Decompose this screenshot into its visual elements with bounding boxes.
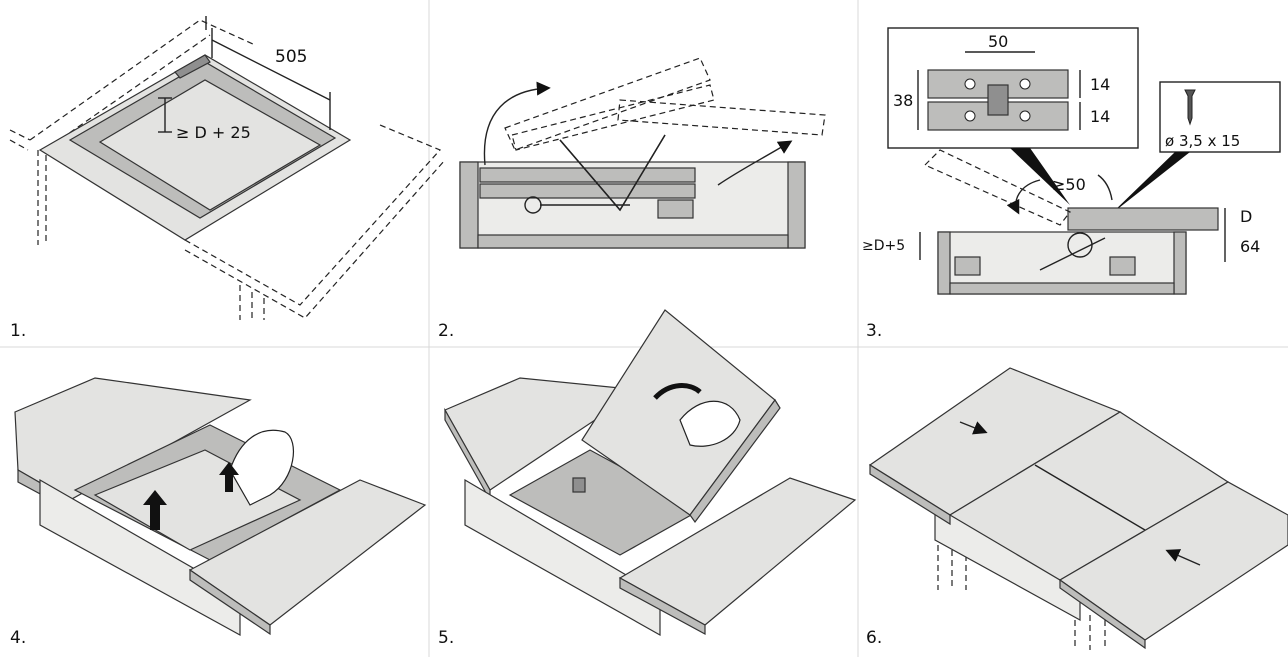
pointer-triangle — [1110, 152, 1190, 215]
leaf-plate — [479, 167, 696, 183]
arrow-up-icon — [219, 462, 239, 492]
frame-corner — [174, 54, 211, 79]
step-number-1: 1. — [10, 321, 26, 341]
pointer-triangle — [1010, 148, 1070, 205]
dim-38-label: 38 — [893, 91, 913, 110]
dashed-tabletop-right — [184, 124, 442, 306]
screw-hole — [1019, 110, 1031, 122]
bracket — [1109, 256, 1136, 276]
panel-4: 4. — [10, 377, 427, 648]
dim-14a-label: 14 — [1090, 75, 1110, 94]
dashed-tabletop-right-edge — [184, 159, 446, 319]
cabinet-left-wall — [459, 161, 479, 249]
frame-floor — [98, 79, 322, 211]
dim-min-gap-label: ≥50 — [1052, 175, 1086, 194]
step-number-2: 2. — [438, 321, 454, 341]
arrow-curve-icon — [653, 383, 702, 400]
panel-6: 6. — [866, 367, 1288, 650]
lifted-leaf-edge — [689, 398, 781, 524]
leaf-plate — [1067, 207, 1219, 231]
arrow-rotate-icon — [1006, 179, 1041, 215]
hand-icon — [679, 400, 741, 447]
cabinet-base — [477, 234, 789, 249]
dashed-leaf-open — [617, 99, 826, 136]
screw-hole — [1019, 78, 1031, 90]
dashed-line — [9, 129, 31, 141]
dim-50-label: 50 — [988, 32, 1008, 51]
leaf-seam — [1034, 464, 1146, 531]
screw-hole — [964, 110, 976, 122]
step-number-3: 3. — [866, 321, 882, 341]
dim-14b-label: 14 — [1090, 107, 1110, 126]
dim-height-label: ≥ D + 25 — [176, 123, 251, 142]
dashed-leaf-open — [511, 84, 715, 151]
tabletop-left-edge — [869, 463, 951, 526]
hinge-arm-outline — [559, 134, 666, 212]
cabinet-right-wall — [787, 161, 806, 249]
dashed-line — [9, 139, 29, 151]
step-number-4: 4. — [10, 628, 26, 648]
arrow-push-icon — [959, 421, 988, 435]
dim-clear-label: ≥D+5 — [862, 238, 905, 254]
arrow-push-icon — [1165, 549, 1201, 566]
arrow-swing-icon — [717, 140, 793, 186]
step-number-6: 6. — [866, 628, 882, 648]
step-number-5: 5. — [438, 628, 454, 648]
tabletop-right-edge — [1059, 578, 1146, 650]
screw-size-label: ø 3,5 x 15 — [1165, 132, 1240, 150]
leaf-plate — [479, 183, 696, 199]
cabinet-right-wall — [1173, 231, 1187, 295]
bracket — [954, 256, 981, 276]
dim-line-505 — [211, 39, 331, 101]
panel-3: 50 38 14 14 ø 3,5 x 15 ≥50 D 64 ≥D+5 3. — [862, 27, 1281, 341]
dashed-leaf-open — [504, 57, 711, 151]
screw-icon — [1184, 89, 1196, 126]
dim-64-label: 64 — [1240, 237, 1260, 256]
bracket — [657, 199, 694, 219]
tabletop-right-edge — [619, 576, 706, 636]
cabinet-front — [39, 478, 241, 637]
cabinet-front — [464, 478, 661, 637]
angle-arc — [1097, 174, 1113, 201]
hinge-icon — [572, 477, 586, 493]
arrow-lift-icon — [483, 81, 551, 166]
hand-icon — [229, 429, 294, 506]
screw-hole — [964, 78, 976, 90]
dim-D-label: D — [1240, 207, 1252, 226]
dim-505-label: 505 — [275, 47, 307, 67]
screw-detail-box — [1159, 81, 1281, 153]
hinge-center — [987, 84, 1009, 116]
cabinet-base — [949, 282, 1175, 295]
cabinet-left-wall — [937, 231, 951, 295]
panel-1: 505 ≥ D + 25 1. — [9, 16, 446, 341]
dashed-leaf-open — [923, 149, 1071, 226]
arrow-up-icon — [143, 490, 167, 530]
tabletop-right-edge — [189, 568, 271, 636]
panel-5: 5. — [438, 309, 857, 648]
hinge-pivot — [1067, 232, 1093, 258]
panel-2: 2. — [438, 57, 826, 341]
